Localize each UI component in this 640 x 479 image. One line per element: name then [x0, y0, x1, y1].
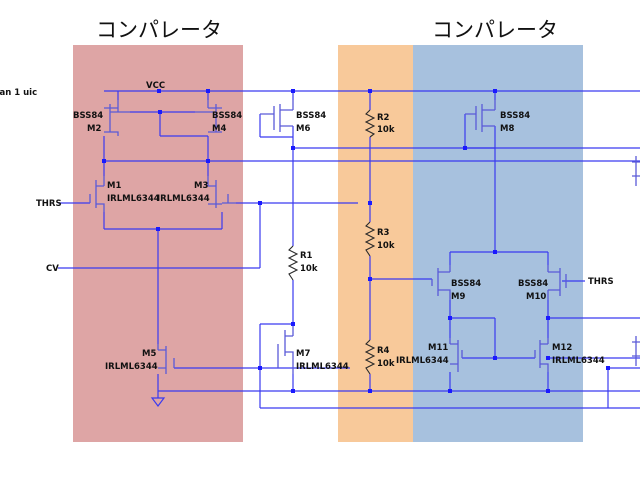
m5-model: IRLML6344 — [105, 362, 158, 372]
divider-band — [338, 45, 413, 442]
m4-model: BSS84 — [212, 111, 242, 121]
m3-name: M3 — [194, 181, 208, 191]
m10-model: BSS84 — [518, 279, 548, 289]
m2-name: M2 — [87, 124, 101, 134]
r2-name: R2 — [377, 113, 390, 123]
m11-name: M11 — [428, 343, 448, 353]
m6-model: BSS84 — [296, 111, 326, 121]
m8-name: M8 — [500, 124, 514, 134]
r3-name: R3 — [377, 228, 390, 238]
cv-net-label: CV — [46, 264, 59, 274]
resistor-r2-symbol — [364, 109, 376, 138]
resistor-r4-symbol — [364, 339, 376, 375]
resistor-r3-symbol — [364, 221, 376, 257]
m8-model: BSS84 — [500, 111, 530, 121]
m11-model: IRLML6344 — [396, 356, 449, 366]
r3-value: 10k — [377, 241, 395, 251]
r1-name: R1 — [300, 251, 313, 261]
m1-model: IRLML6344 — [107, 194, 160, 204]
tran-directive: .tran 1 uic — [0, 88, 37, 98]
r4-name: R4 — [377, 346, 390, 356]
m12-model: IRLML6344 — [552, 356, 605, 366]
right-band-title: コンパレータ — [432, 18, 558, 42]
vcc-net-label: VCC — [146, 81, 165, 91]
ground-icon — [150, 397, 166, 407]
m3-model: IRLML6344 — [157, 194, 210, 204]
m1-name: M1 — [107, 181, 121, 191]
m7-model: IRLML6344 — [296, 362, 349, 372]
m2-model: BSS84 — [73, 111, 103, 121]
thrs-left-net-label: THRS — [36, 199, 62, 209]
r4-value: 10k — [377, 359, 395, 369]
resistor-r1-symbol — [287, 245, 299, 281]
m10-name: M10 — [526, 292, 546, 302]
left-band-title: コンパレータ — [96, 18, 222, 42]
m5-name: M5 — [142, 349, 156, 359]
m6-name: M6 — [296, 124, 310, 134]
r2-value: 10k — [377, 125, 395, 135]
r1-value: 10k — [300, 264, 318, 274]
m7-name: M7 — [296, 349, 310, 359]
thrs-right-net-label: THRS — [588, 277, 614, 287]
right-comparator-band — [413, 45, 583, 442]
m9-name: M9 — [451, 292, 465, 302]
m12-name: M12 — [552, 343, 572, 353]
m9-model: BSS84 — [451, 279, 481, 289]
m4-name: M4 — [212, 124, 226, 134]
